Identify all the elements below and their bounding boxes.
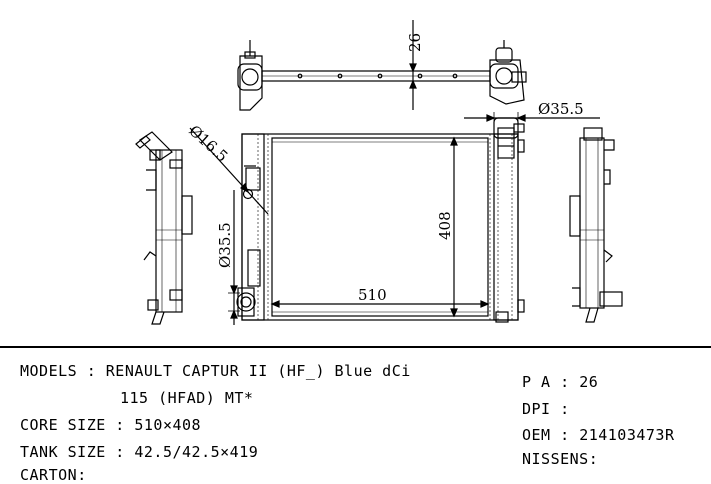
core-size-value: 510×408 (134, 416, 202, 434)
dimension-core-width (270, 300, 490, 308)
pa-value: 26 (579, 373, 599, 391)
section-divider (0, 346, 711, 348)
dimension-top-height (406, 20, 420, 110)
models-label: MODELS (20, 362, 78, 380)
dimension-filler-diameter-label: Ø16.5 (185, 122, 231, 166)
dimension-core-width-label: 510 (358, 286, 387, 304)
right-side-view (569, 127, 623, 323)
dimension-core-height-label: 408 (436, 211, 454, 240)
oem-value: 214103473R (579, 426, 675, 444)
tank-size-label: TANK SIZE (20, 443, 106, 461)
carton-label: CARTON (20, 466, 78, 484)
spec-nissens-row: NISSENS: (522, 450, 599, 468)
spec-models-row: MODELS : RENAULT CAPTUR II (HF_) Blue dC… (20, 362, 411, 380)
spec-models-row-2: 115 (HFAD) MT* (120, 389, 253, 407)
models-value: RENAULT CAPTUR II (HF_) Blue dCi (105, 362, 411, 380)
spec-tank-size-row: TANK SIZE : 42.5/42.5×419 (20, 443, 259, 461)
dimension-filler-diameter (189, 127, 269, 215)
nissens-label: NISSENS (522, 450, 589, 468)
tank-size-value: 42.5/42.5×419 (134, 443, 259, 461)
dimension-outlet-diameter (228, 190, 240, 325)
spec-oem-row: OEM : 214103473R (522, 426, 675, 444)
dimension-core-height (450, 136, 458, 318)
left-side-view (135, 131, 193, 325)
spec-dpi-row: DPI : (522, 400, 580, 418)
models-value-2: 115 (HFAD) MT* (120, 389, 254, 407)
spec-core-size-row: CORE SIZE : 510×408 (20, 416, 202, 434)
dpi-label: DPI (522, 400, 551, 418)
dimension-inlet-diameter (464, 112, 600, 124)
oem-label: OEM (522, 426, 551, 444)
dimension-outlet-diameter-label: Ø35.5 (216, 222, 234, 268)
spec-pa-row: P A : 26 (522, 373, 599, 391)
pa-label: P A (522, 373, 551, 391)
spec-carton-row: CARTON: (20, 466, 87, 484)
dimension-inlet-diameter-label: Ø35.5 (538, 100, 584, 118)
front-view (236, 117, 525, 323)
top-view (237, 40, 527, 111)
core-size-label: CORE SIZE (20, 416, 106, 434)
dimension-top-height-label: 26 (406, 33, 424, 52)
radiator-technical-drawing: 26 Ø35.5 Ø16.5 Ø35.5 408 510 (135, 20, 623, 325)
